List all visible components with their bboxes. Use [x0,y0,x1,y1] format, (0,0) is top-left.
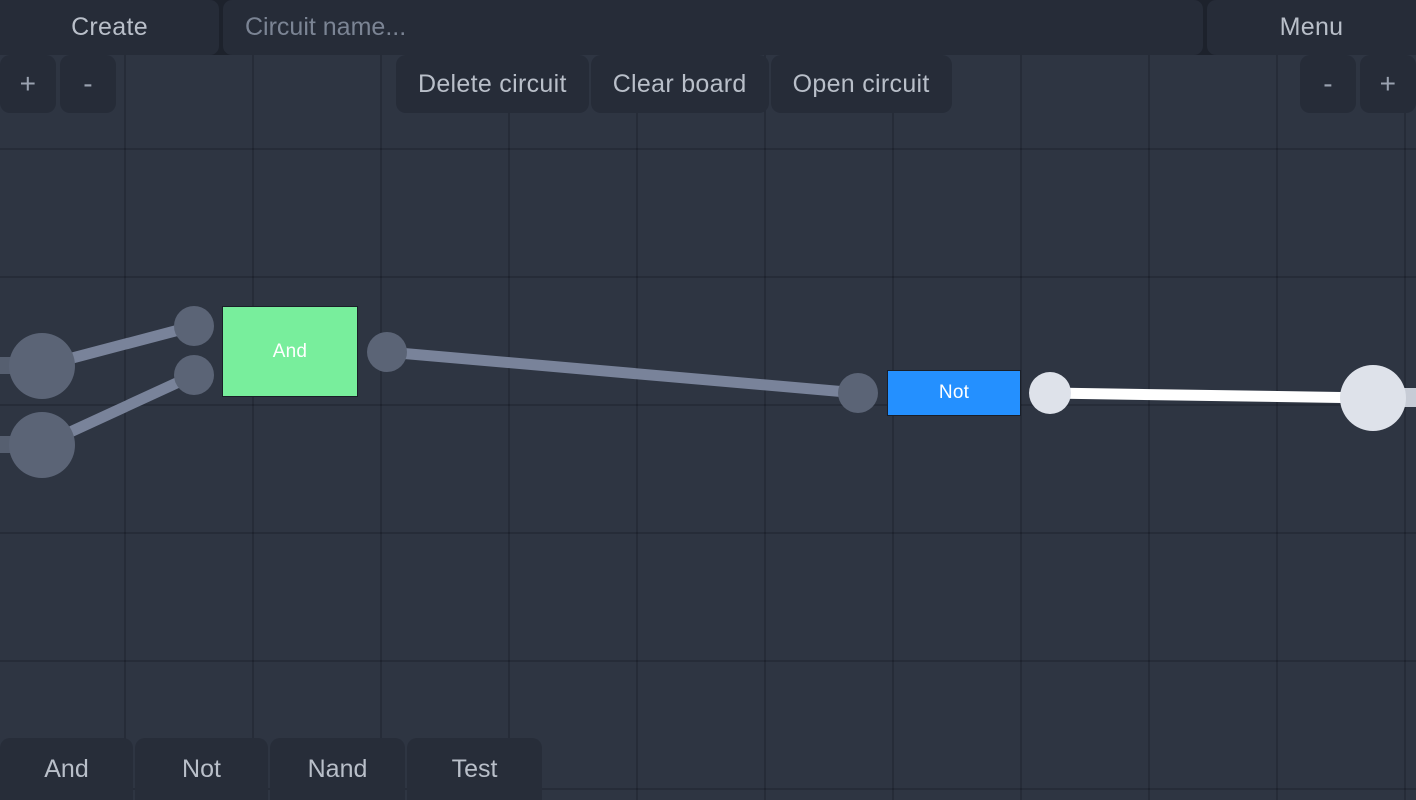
zoom-out-button[interactable]: - [60,55,116,113]
gate-palette: And Not Nand Test [0,738,542,800]
and-input-pin-1[interactable] [174,306,214,346]
zoom-in-button[interactable]: + [0,55,56,113]
not-input-pin[interactable] [838,373,878,413]
input-node-2[interactable] [9,412,75,478]
not-output-pin[interactable] [1029,372,1071,414]
create-button[interactable]: Create [0,0,219,55]
open-circuit-button[interactable]: Open circuit [770,55,952,113]
toolbar: + - Delete circuit Clear board Open circ… [0,55,1416,115]
output-node[interactable] [1340,365,1406,431]
gate-and[interactable]: And [222,306,358,397]
toolbar-right-group: - + [1300,55,1416,113]
palette-item-test[interactable]: Test [407,738,542,800]
palette-item-nand[interactable]: Nand [270,738,405,800]
input-node-1[interactable] [9,333,75,399]
palette-item-not[interactable]: Not [135,738,268,800]
and-input-pin-2[interactable] [174,355,214,395]
gate-label: Not [938,382,970,403]
wire-not-to-output[interactable] [1049,387,1374,404]
view-zoom-in-button[interactable]: + [1360,55,1416,113]
and-output-pin[interactable] [367,332,407,372]
toolbar-center-group: Delete circuit Clear board Open circuit [396,55,952,113]
gate-not[interactable]: Not [887,370,1021,416]
view-zoom-out-button[interactable]: - [1300,55,1356,113]
top-bar: Create Menu [0,0,1416,55]
circuit-name-input[interactable] [223,0,1203,55]
wire-and-to-not[interactable] [386,346,859,399]
clear-board-button[interactable]: Clear board [590,55,769,113]
delete-circuit-button[interactable]: Delete circuit [396,55,589,113]
palette-item-and[interactable]: And [0,738,133,800]
menu-button[interactable]: Menu [1207,0,1416,55]
gate-label: And [272,340,308,362]
toolbar-left-group: + - [0,55,116,113]
